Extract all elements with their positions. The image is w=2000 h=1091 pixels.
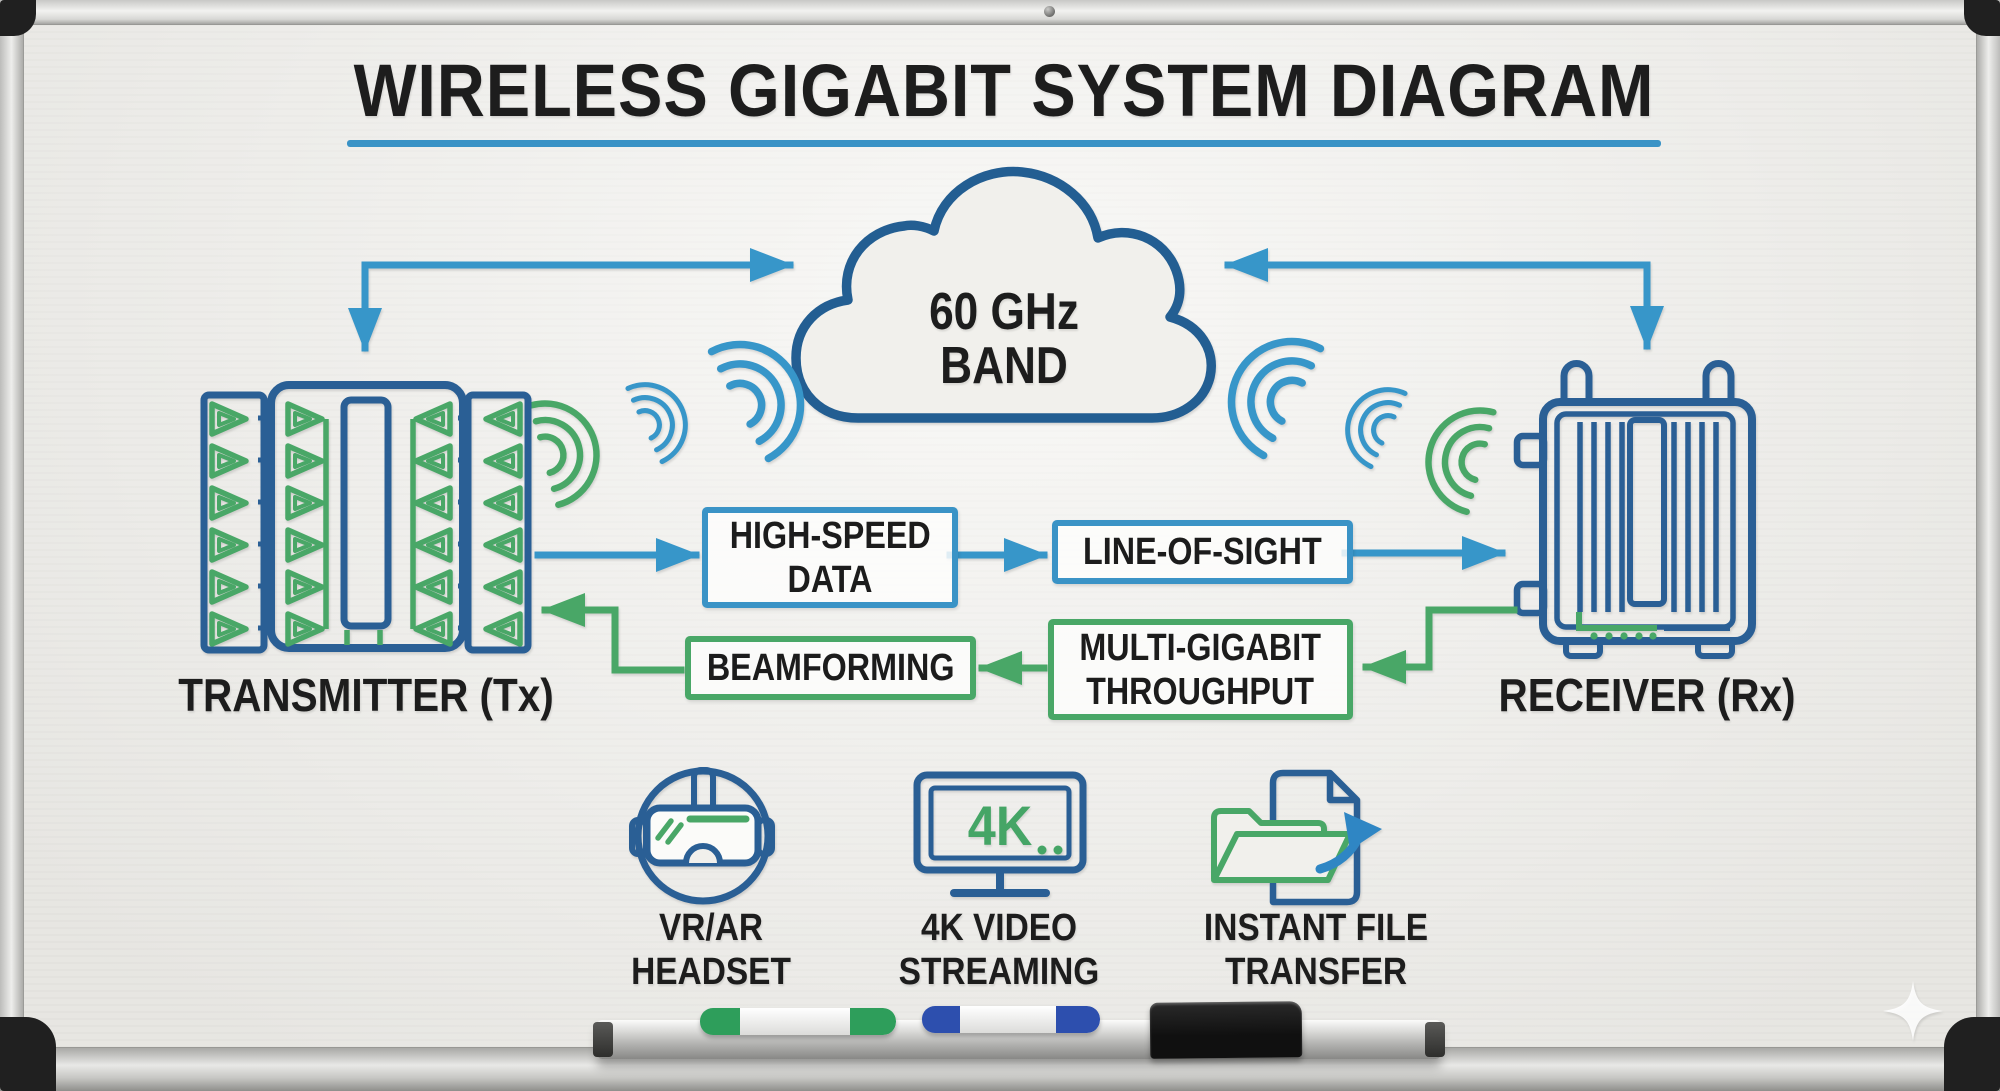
- marker-body: [960, 1006, 1056, 1033]
- cloud-label: 60 GHz BAND: [929, 285, 1079, 393]
- arrow-beamforming-to-transmitter: [541, 593, 685, 674]
- cloud-connectors: [348, 248, 1664, 352]
- tray-end-cap-right: [1425, 1022, 1445, 1057]
- transmitter-label: TRANSMITTER (Tx): [178, 669, 554, 721]
- sparkle-watermark-icon: [1883, 981, 1943, 1041]
- flow-box-multi-gigabit-throughput: MULTI-GIGABIT THROUGHPUT: [1048, 619, 1353, 720]
- corner-cap-bottom-right: [1944, 1017, 2000, 1091]
- flow-box-label: LINE-OF-SIGHT: [1083, 531, 1322, 573]
- frame-top: [0, 0, 2000, 25]
- file-transfer-icon: [1211, 769, 1382, 906]
- page-title: WIRELESS GIGABIT SYSTEM DIAGRAM: [353, 49, 1655, 132]
- cloud-label-line2: BAND: [940, 337, 1068, 395]
- marker-tip: [1056, 1006, 1100, 1033]
- marker-tip: [850, 1008, 896, 1035]
- antenna-column: [486, 404, 520, 644]
- wifi-waves-blue-left-small-icon: [628, 371, 699, 461]
- antenna-column: [212, 404, 246, 644]
- use-case-label-line: HEADSET: [631, 951, 791, 993]
- arrow-receiver-to-multigigabit: [1362, 606, 1518, 684]
- use-case-label-4k-video-streaming: 4K VIDEO STREAMING: [899, 906, 1100, 994]
- wifi-waves-blue-right-small-icon: [1334, 376, 1405, 466]
- wifi-waves-green-left-icon: [532, 392, 608, 505]
- frame-right: [1976, 0, 2000, 1091]
- whiteboard-eraser: [1149, 1001, 1303, 1059]
- marker-cap: [700, 1008, 740, 1035]
- flow-box-label: MULTI-GIGABIT: [1079, 626, 1322, 669]
- title-underline: [347, 140, 1661, 147]
- wifi-waves-green-right-icon: [1417, 399, 1493, 512]
- cloud-icon: [791, 166, 1216, 423]
- green-marker: [700, 1008, 896, 1035]
- flow-arrows: [534, 536, 1518, 685]
- corner-cap-bottom-left: [0, 1017, 56, 1091]
- frame-left: [0, 0, 24, 1091]
- use-case-label-line: 4K VIDEO: [920, 907, 1078, 949]
- transfer-arrow-icon: [1315, 812, 1382, 874]
- use-case-label-line: TRANSFER: [1224, 951, 1408, 993]
- corner-cap-top-right: [1964, 0, 2000, 36]
- use-case-label-instant-file-transfer: INSTANT FILE TRANSFER: [1204, 906, 1428, 994]
- phased-array-antenna-icon: [200, 381, 532, 654]
- vr-headset-icon: [629, 767, 775, 905]
- flow-box-label: DATA: [787, 558, 873, 601]
- flow-box-label: THROUGHPUT: [1086, 670, 1315, 713]
- wifi-waves-blue-right-large-icon: [1210, 320, 1320, 455]
- antenna-column: [288, 404, 322, 644]
- use-case-label-line: VR/AR: [658, 907, 764, 949]
- antenna-column: [416, 404, 450, 644]
- flow-box-label: BEAMFORMING: [706, 647, 955, 689]
- mount-screw: [1044, 6, 1055, 17]
- marker-body: [740, 1008, 850, 1035]
- use-case-label-vr-ar-headset: VR/AR HEADSET: [631, 906, 791, 994]
- 4k-monitor-icon: [913, 771, 1087, 897]
- receiver-unit-icon: [1513, 360, 1756, 659]
- monitor-screen-text: 4K: [967, 794, 1033, 857]
- flow-box-high-speed-data: HIGH-SPEED DATA: [702, 507, 958, 608]
- flow-box-label: HIGH-SPEED: [729, 514, 931, 557]
- cloud-label-line1: 60 GHz: [929, 283, 1079, 341]
- document-icon: [1269, 769, 1361, 906]
- tray-end-cap-left: [593, 1022, 613, 1057]
- use-case-label-line: STREAMING: [898, 951, 1100, 993]
- use-case-label-line: INSTANT FILE: [1203, 907, 1429, 949]
- receiver-label: RECEIVER (Rx): [1498, 669, 1796, 721]
- blue-marker: [922, 1006, 1100, 1033]
- flow-box-line-of-sight: LINE-OF-SIGHT: [1052, 520, 1353, 584]
- marker-cap: [922, 1006, 960, 1033]
- flow-box-beamforming: BEAMFORMING: [685, 636, 976, 700]
